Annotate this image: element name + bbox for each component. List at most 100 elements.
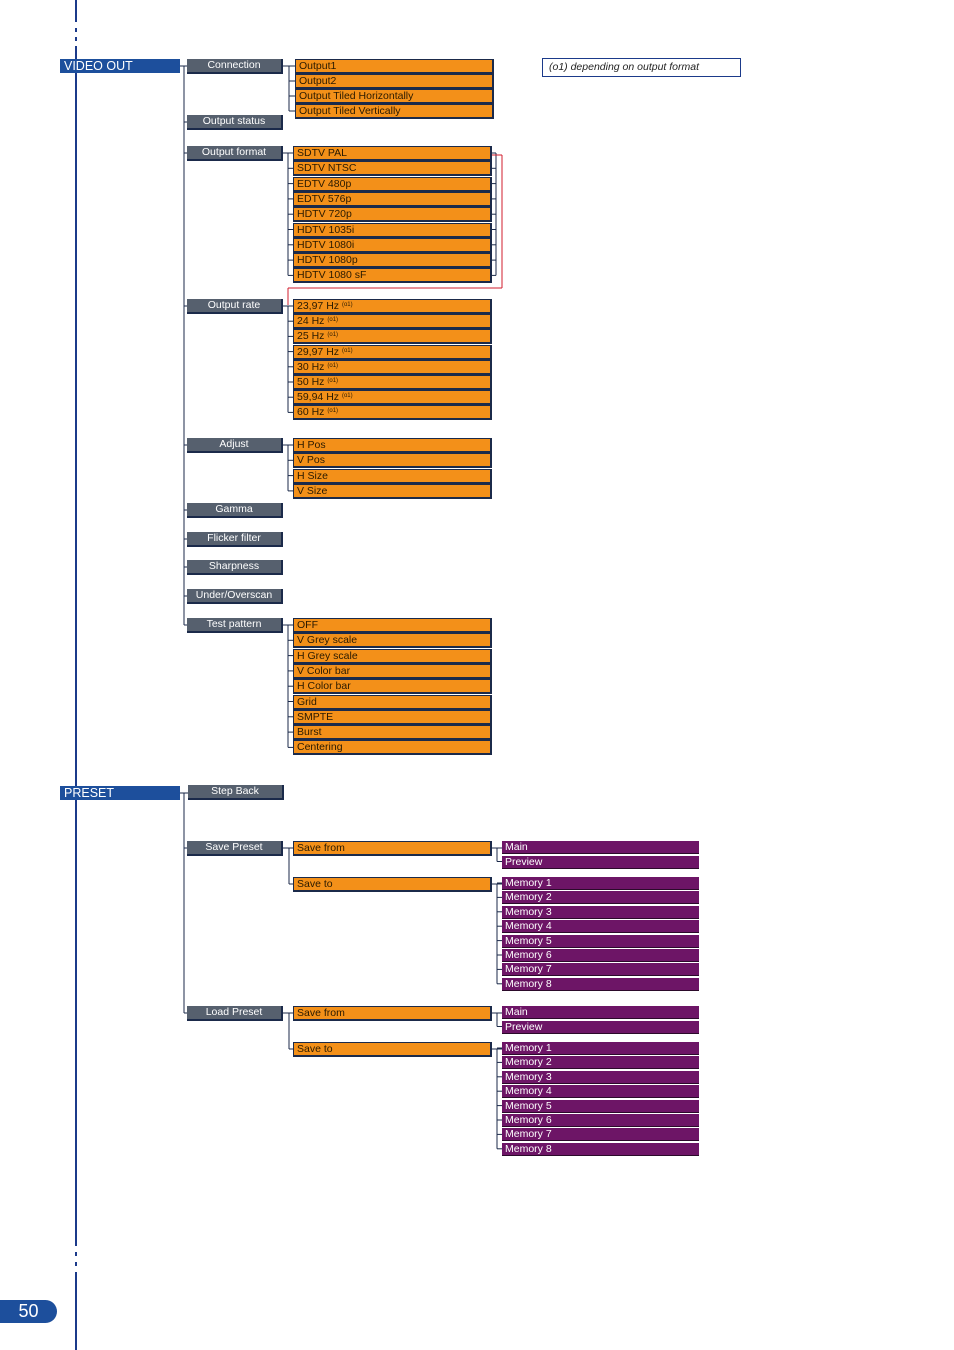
option-save-to-label: Save to	[297, 878, 333, 890]
submenu-output-status[interactable]: Output status	[187, 115, 283, 130]
memory-option[interactable]: Memory 3	[502, 905, 699, 919]
memory-option-label: Memory 6	[505, 949, 552, 961]
menu-option[interactable]: H Color bar	[293, 679, 492, 695]
menu-option-label: Burst	[297, 726, 322, 739]
menu-option[interactable]: 50 Hz (o1)	[293, 375, 492, 390]
submenu-adjust[interactable]: Adjust	[187, 438, 283, 453]
memory-option[interactable]: Memory 5	[502, 934, 699, 948]
menu-option[interactable]: Burst	[293, 725, 492, 741]
menu-option[interactable]: Output1	[295, 59, 494, 74]
menu-option-label: Output1	[299, 60, 337, 72]
option-save-from[interactable]: Save from	[293, 1006, 492, 1021]
memory-option-label: Main	[505, 1006, 528, 1018]
menu-option-label: HDTV 1080 sF	[297, 269, 367, 282]
memory-option[interactable]: Memory 7	[502, 1128, 699, 1142]
menu-option[interactable]: Output Tiled Vertically	[295, 104, 494, 119]
menu-option-label: Centering	[297, 741, 343, 754]
submenu-under-overscan[interactable]: Under/Overscan	[187, 589, 283, 604]
menu-option-label: SDTV PAL	[297, 147, 347, 159]
menu-option-label: H Grey scale	[297, 649, 358, 662]
menu-option[interactable]: HDTV 720p	[293, 207, 492, 223]
menu-option[interactable]: 30 Hz (o1)	[293, 359, 492, 375]
submenu-connection[interactable]: Connection	[187, 59, 283, 74]
menu-option[interactable]: 59,94 Hz (o1)	[293, 390, 492, 406]
menu-option[interactable]: SDTV PAL	[293, 146, 492, 161]
memory-option[interactable]: Memory 8	[502, 1142, 699, 1156]
memory-option[interactable]: Preview	[502, 1020, 699, 1034]
option-save-to[interactable]: Save to	[293, 1042, 492, 1057]
margin-dash	[75, 1252, 77, 1256]
menu-option[interactable]: Output2	[295, 74, 494, 89]
memory-option[interactable]: Memory 4	[502, 920, 699, 934]
menu-option-label: H Size	[297, 469, 328, 482]
menu-option[interactable]: EDTV 576p	[293, 191, 492, 207]
menu-option[interactable]: HDTV 1080p	[293, 253, 492, 269]
submenu-test-pattern[interactable]: Test pattern	[187, 618, 283, 633]
menu-option[interactable]: 23,97 Hz (o1)	[293, 299, 492, 314]
menu-option[interactable]: SMPTE	[293, 709, 492, 725]
submenu-flicker-filter-label: Flicker filter	[207, 532, 261, 544]
menu-option[interactable]: HDTV 1035i	[293, 222, 492, 238]
menu-option[interactable]: V Grey scale	[293, 633, 492, 649]
option-save-from[interactable]: Save from	[293, 841, 492, 856]
memory-option[interactable]: Main	[502, 1006, 699, 1019]
menu-option[interactable]: 29,97 Hz (o1)	[293, 344, 492, 360]
memory-option[interactable]: Memory 6	[502, 1114, 699, 1127]
submenu-load-preset[interactable]: Load Preset	[187, 1006, 283, 1021]
menu-option[interactable]: H Grey scale	[293, 648, 492, 664]
memory-option[interactable]: Memory 2	[502, 1056, 699, 1070]
memory-option[interactable]: Memory 3	[502, 1070, 699, 1084]
section-preset-label: PRESET	[64, 786, 115, 800]
submenu-step-back[interactable]: Step Back	[188, 785, 284, 800]
menu-option[interactable]: OFF	[293, 618, 492, 633]
menu-option-label: HDTV 1035i	[297, 223, 355, 236]
menu-option[interactable]: H Size	[293, 468, 492, 484]
menu-option[interactable]: H Pos	[293, 438, 492, 453]
submenu-gamma[interactable]: Gamma	[187, 503, 283, 518]
menu-option-label: HDTV 1080p	[297, 254, 358, 267]
footnote-marker: (o1)	[327, 362, 339, 369]
menu-option-label: 29,97 Hz	[297, 345, 340, 358]
submenu-sharpness[interactable]: Sharpness	[187, 560, 283, 575]
memory-option[interactable]: Main	[502, 841, 699, 854]
option-save-from-label: Save from	[297, 842, 345, 854]
memory-option[interactable]: Memory 1	[502, 877, 699, 890]
menu-option[interactable]: V Size	[293, 483, 492, 499]
memory-option-label: Memory 2	[505, 891, 552, 904]
footnote-marker: (o1)	[327, 317, 339, 324]
memory-option[interactable]: Preview	[502, 855, 699, 869]
submenu-adjust-label: Adjust	[219, 438, 249, 450]
submenu-flicker-filter[interactable]: Flicker filter	[187, 532, 283, 547]
submenu-save-preset[interactable]: Save Preset	[187, 841, 283, 856]
menu-option[interactable]: Grid	[293, 694, 492, 710]
memory-option[interactable]: Memory 1	[502, 1042, 699, 1055]
memory-option[interactable]: Memory 7	[502, 963, 699, 977]
menu-option[interactable]: SDTV NTSC	[293, 161, 492, 177]
memory-option[interactable]: Memory 6	[502, 949, 699, 962]
memory-option[interactable]: Memory 4	[502, 1085, 699, 1099]
memory-option[interactable]: Memory 8	[502, 977, 699, 991]
menu-option-label: 50 Hz	[297, 376, 325, 388]
menu-option[interactable]: Output Tiled Horizontally	[295, 89, 494, 104]
menu-option[interactable]: 60 Hz (o1)	[293, 405, 492, 421]
menu-option[interactable]: V Pos	[293, 453, 492, 469]
menu-option[interactable]: 25 Hz (o1)	[293, 329, 492, 345]
menu-option[interactable]: 24 Hz (o1)	[293, 314, 492, 330]
memory-option-label: Memory 1	[505, 1042, 552, 1054]
memory-option[interactable]: Memory 2	[502, 891, 699, 905]
menu-option-label: Output2	[299, 75, 337, 87]
menu-option-label: 60 Hz	[297, 406, 325, 419]
menu-option[interactable]: Centering	[293, 740, 492, 756]
menu-option[interactable]: V Color bar	[293, 663, 492, 679]
option-save-to[interactable]: Save to	[293, 877, 492, 892]
submenu-output-format[interactable]: Output format	[187, 146, 283, 161]
menu-option[interactable]: EDTV 480p	[293, 176, 492, 192]
memory-option-label: Memory 4	[505, 1085, 552, 1098]
memory-option-label: Preview	[505, 1020, 543, 1033]
menu-option[interactable]: HDTV 1080i	[293, 237, 492, 253]
footnote-marker: (o1)	[327, 378, 339, 384]
memory-option[interactable]: Memory 5	[502, 1099, 699, 1113]
submenu-output-rate[interactable]: Output rate	[187, 299, 283, 314]
menu-option[interactable]: HDTV 1080 sF	[293, 268, 492, 284]
